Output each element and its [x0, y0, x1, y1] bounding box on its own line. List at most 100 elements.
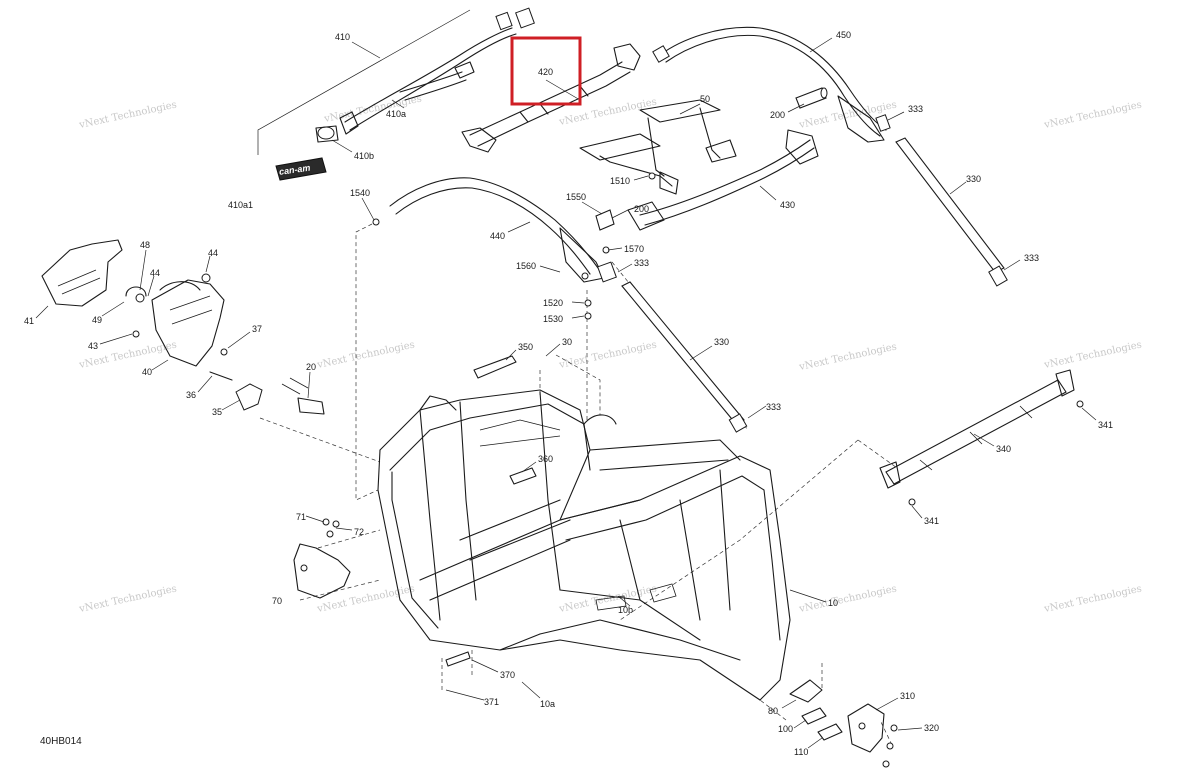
assembly-guide-lines: [259, 223, 901, 746]
callout-50[interactable]: 50: [700, 94, 710, 104]
callout-410[interactable]: 410: [335, 32, 350, 42]
callout-1530[interactable]: 1530: [543, 314, 563, 324]
callout-1570[interactable]: 1570: [624, 244, 644, 254]
watermark-text: vNext Technologies: [797, 584, 897, 616]
callout-200-upper[interactable]: 200: [770, 110, 785, 120]
part-35-block: [235, 383, 263, 411]
callout-35[interactable]: 35: [212, 407, 222, 417]
callout-labels: 410 410a 410b 410a1 420 450 50 200 333 3…: [24, 30, 1113, 757]
part-410b-clamp: [315, 125, 339, 143]
callout-110[interactable]: 110: [794, 747, 808, 757]
part-36-pin: [209, 371, 233, 381]
part-440-arch: [389, 177, 617, 283]
brand-badge-410a1: can-am: [275, 157, 327, 181]
watermark-text: vNext Technologies: [77, 100, 177, 132]
callout-1520[interactable]: 1520: [543, 298, 563, 308]
callout-430[interactable]: 430: [780, 200, 795, 210]
callout-10[interactable]: 10: [828, 598, 838, 608]
part-330-tube-center: [621, 281, 748, 433]
watermark-text: vNext Technologies: [315, 584, 415, 616]
part-80-bracket: [789, 679, 823, 703]
callout-333-upper[interactable]: 333: [908, 104, 923, 114]
callout-310[interactable]: 310: [900, 691, 915, 701]
callout-320[interactable]: 320: [924, 723, 939, 733]
callout-10b[interactable]: 10b: [618, 605, 633, 615]
callout-200-mid[interactable]: 200: [634, 204, 649, 214]
callout-410b[interactable]: 410b: [354, 151, 374, 161]
callout-450[interactable]: 450: [836, 30, 851, 40]
highlight-box-420: [510, 36, 582, 106]
callout-10a[interactable]: 10a: [540, 699, 555, 709]
main-frame-10: [377, 389, 791, 701]
callout-410a1[interactable]: 410a1: [228, 200, 253, 210]
callout-333-lower[interactable]: 333: [766, 402, 781, 412]
part-340-tube: [879, 369, 1075, 489]
callout-72[interactable]: 72: [354, 527, 364, 537]
callout-1540[interactable]: 1540: [350, 188, 370, 198]
part-110-clip: [817, 723, 843, 741]
callout-330-center[interactable]: 330: [714, 337, 729, 347]
part-200-sleeve-upper: [795, 87, 828, 109]
callout-36[interactable]: 36: [186, 390, 196, 400]
diagram-reference-code: 40HB014: [40, 736, 82, 747]
watermark-layer: vNext Technologies vNext Technologies vN…: [77, 94, 1142, 616]
callout-44-mid[interactable]: 44: [150, 268, 160, 278]
callout-80[interactable]: 80: [768, 706, 778, 716]
callout-44-top[interactable]: 44: [208, 248, 218, 258]
part-420-crossbar: [461, 43, 641, 153]
callout-340[interactable]: 340: [996, 444, 1011, 454]
part-70-bracket: [293, 543, 351, 599]
watermark-text: vNext Technologies: [77, 584, 177, 616]
part-310-mount: [847, 703, 885, 753]
callout-333-center[interactable]: 333: [634, 258, 649, 268]
callout-41[interactable]: 41: [24, 316, 34, 326]
callout-333-right[interactable]: 333: [1024, 253, 1039, 263]
badge-text: can-am: [278, 163, 311, 177]
callout-1550[interactable]: 1550: [566, 192, 586, 202]
callout-37[interactable]: 37: [252, 324, 262, 334]
callout-341-lower[interactable]: 341: [924, 516, 939, 526]
watermark-text: vNext Technologies: [797, 342, 897, 374]
watermark-text: vNext Technologies: [557, 340, 657, 372]
callout-330-right[interactable]: 330: [966, 174, 981, 184]
callout-350[interactable]: 350: [518, 342, 533, 352]
part-50-brace: [579, 99, 737, 195]
callout-100[interactable]: 100: [778, 724, 793, 734]
callout-43[interactable]: 43: [88, 341, 98, 351]
callout-1560[interactable]: 1560: [516, 261, 536, 271]
callout-40[interactable]: 40: [142, 367, 152, 377]
part-450-rail: [652, 26, 891, 143]
watermark-text: vNext Technologies: [322, 94, 422, 126]
callout-1510[interactable]: 1510: [610, 176, 630, 186]
watermark-text: vNext Technologies: [1042, 340, 1142, 372]
watermark-text: vNext Technologies: [1042, 100, 1142, 132]
callout-30[interactable]: 30: [562, 337, 572, 347]
callout-440[interactable]: 440: [490, 231, 505, 241]
part-430-rail: [627, 129, 819, 231]
callout-360[interactable]: 360: [538, 454, 553, 464]
part-200-sleeve-mid: [595, 209, 615, 231]
watermark-text: vNext Technologies: [557, 584, 657, 616]
part-49-ubolt: [125, 286, 147, 297]
callout-371[interactable]: 371: [484, 697, 499, 707]
callout-70[interactable]: 70: [272, 596, 282, 606]
part-410-rail: [339, 7, 535, 135]
part-370-link: [445, 651, 471, 667]
part-330-tube-right: [895, 137, 1008, 287]
assembly-410-bracket: [257, 9, 471, 155]
callout-20[interactable]: 20: [306, 362, 316, 372]
callout-48[interactable]: 48: [140, 240, 150, 250]
watermark-text: vNext Technologies: [1042, 584, 1142, 616]
part-350-strap: [473, 355, 517, 379]
callout-341-right[interactable]: 341: [1098, 420, 1113, 430]
part-41-plate: [41, 239, 123, 307]
hardware-fasteners: [132, 172, 1084, 768]
callout-71[interactable]: 71: [296, 512, 306, 522]
part-20-bracket: [281, 377, 325, 415]
callout-370[interactable]: 370: [500, 670, 515, 680]
callout-420[interactable]: 420: [538, 67, 553, 77]
callout-410a[interactable]: 410a: [386, 109, 406, 119]
callout-49[interactable]: 49: [92, 315, 102, 325]
